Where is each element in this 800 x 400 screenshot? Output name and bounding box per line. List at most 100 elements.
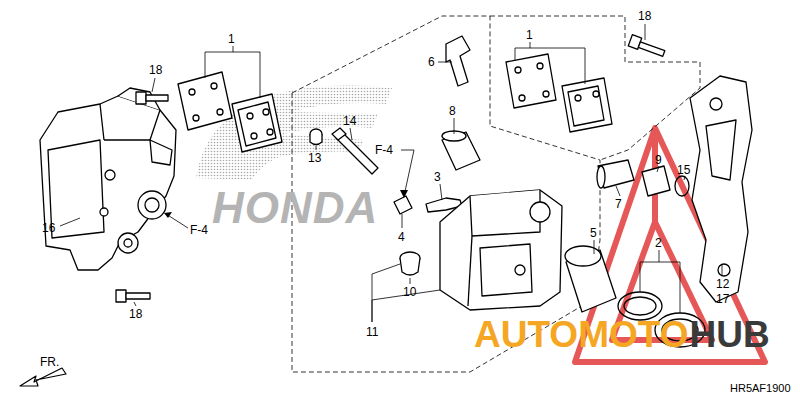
- bolt: [116, 290, 126, 302]
- leader-line: [515, 42, 585, 84]
- leader-line: [372, 264, 400, 322]
- callout-number: 7: [615, 198, 622, 210]
- caliper-assembly: [138, 191, 166, 219]
- caliper-body: [440, 190, 562, 310]
- leader-line: [166, 214, 188, 228]
- leader-line: [205, 46, 260, 98]
- brake-pad: [189, 89, 195, 95]
- callout-number: 8: [449, 105, 456, 117]
- caliper-body: [468, 236, 472, 306]
- callout-number: 15: [677, 164, 690, 176]
- caliper-assembly: [150, 140, 172, 165]
- boot: [442, 132, 480, 170]
- clip: [446, 36, 470, 86]
- leader-line: [350, 128, 352, 140]
- callout-number: 2: [655, 237, 662, 249]
- boot: [400, 258, 420, 275]
- callout-number: 4: [398, 231, 405, 243]
- leader-line: [440, 184, 442, 200]
- caliper-bracket: [710, 98, 722, 110]
- clip: [446, 36, 470, 86]
- callout-number: 18: [129, 308, 142, 320]
- slide-pin: [675, 176, 689, 196]
- brake-pad: [247, 113, 253, 119]
- brake-pad: [515, 67, 521, 73]
- figure-reference: F-4: [190, 224, 208, 236]
- caliper-assembly: [118, 233, 138, 253]
- callout-number: 13: [308, 152, 321, 164]
- slide-pin: [597, 166, 605, 188]
- leader-line: [401, 150, 414, 196]
- figure-reference: F-4: [375, 144, 393, 156]
- callout-number: 18: [149, 64, 162, 76]
- seal: [624, 297, 656, 315]
- piston: [565, 246, 601, 266]
- parts-illustration: [40, 35, 752, 347]
- brake-pad: [506, 54, 556, 108]
- front-arrow: [20, 368, 66, 386]
- slide-pin: [597, 160, 689, 196]
- caliper-assembly: [100, 104, 160, 140]
- caliper-bracket: [690, 76, 752, 302]
- boot: [442, 131, 480, 170]
- brake-pad: [267, 129, 273, 135]
- callout-number: 9: [655, 154, 662, 166]
- callout-number: 6: [428, 56, 435, 68]
- caliper-bracket: [690, 76, 752, 302]
- leader-line: [60, 24, 722, 322]
- brake-pad: [238, 102, 276, 146]
- callout-number: 10: [403, 286, 416, 298]
- pin: [310, 128, 378, 174]
- group-outline: [490, 16, 700, 160]
- caliper-assembly: [100, 208, 108, 216]
- caliper-bracket: [718, 264, 730, 276]
- logo-watermark: HONDA: [212, 186, 378, 230]
- leader-line: [454, 118, 455, 134]
- brake-pad: [562, 78, 612, 132]
- brake-pad: [543, 91, 549, 97]
- fitting: [394, 196, 412, 214]
- brake-pad: [217, 109, 223, 115]
- piston: [565, 246, 616, 312]
- brake-pad: [193, 115, 199, 121]
- brake-pad: [178, 72, 282, 152]
- callout-number: 11: [366, 326, 378, 338]
- site-watermark: AUTOMOTO: [474, 316, 688, 353]
- brake-pad: [568, 86, 604, 126]
- leader-line: [134, 302, 136, 306]
- brake-pad: [263, 109, 269, 115]
- leader-line: [60, 218, 80, 226]
- brake-pad: [519, 95, 525, 101]
- brake-pad: [506, 54, 612, 132]
- caliper-body: [515, 265, 525, 275]
- caliper-assembly: [145, 198, 159, 212]
- leader-line: [594, 240, 595, 254]
- leader-line: [316, 146, 317, 150]
- brake-pad: [537, 63, 543, 69]
- caliper-assembly: [40, 96, 176, 270]
- leader-line: [722, 264, 723, 276]
- slide-pin: [598, 160, 634, 188]
- leader-line: [645, 24, 646, 40]
- bolt: [638, 42, 664, 57]
- bolt: [126, 293, 150, 299]
- caliper-body: [440, 190, 562, 310]
- pin: [332, 128, 346, 140]
- front-arrow: [20, 368, 66, 386]
- leader-line: [684, 176, 685, 180]
- brake-pad: [211, 83, 217, 89]
- caliper-bracket: [706, 120, 736, 180]
- caliper-assembly: [40, 88, 176, 270]
- bolt: [116, 35, 665, 302]
- callout-number: 14: [343, 115, 356, 127]
- leader-line: [640, 250, 680, 313]
- callout-number: 12: [716, 278, 729, 290]
- diagram-code: HR5AF1900: [730, 383, 791, 394]
- caliper-assembly: [124, 239, 132, 247]
- callout-number: 3: [434, 171, 441, 183]
- brake-pad: [593, 91, 599, 97]
- bolt: [136, 92, 146, 104]
- caliper-body: [530, 202, 550, 222]
- callout-number: 5: [590, 227, 597, 239]
- brake-pad: [232, 94, 282, 152]
